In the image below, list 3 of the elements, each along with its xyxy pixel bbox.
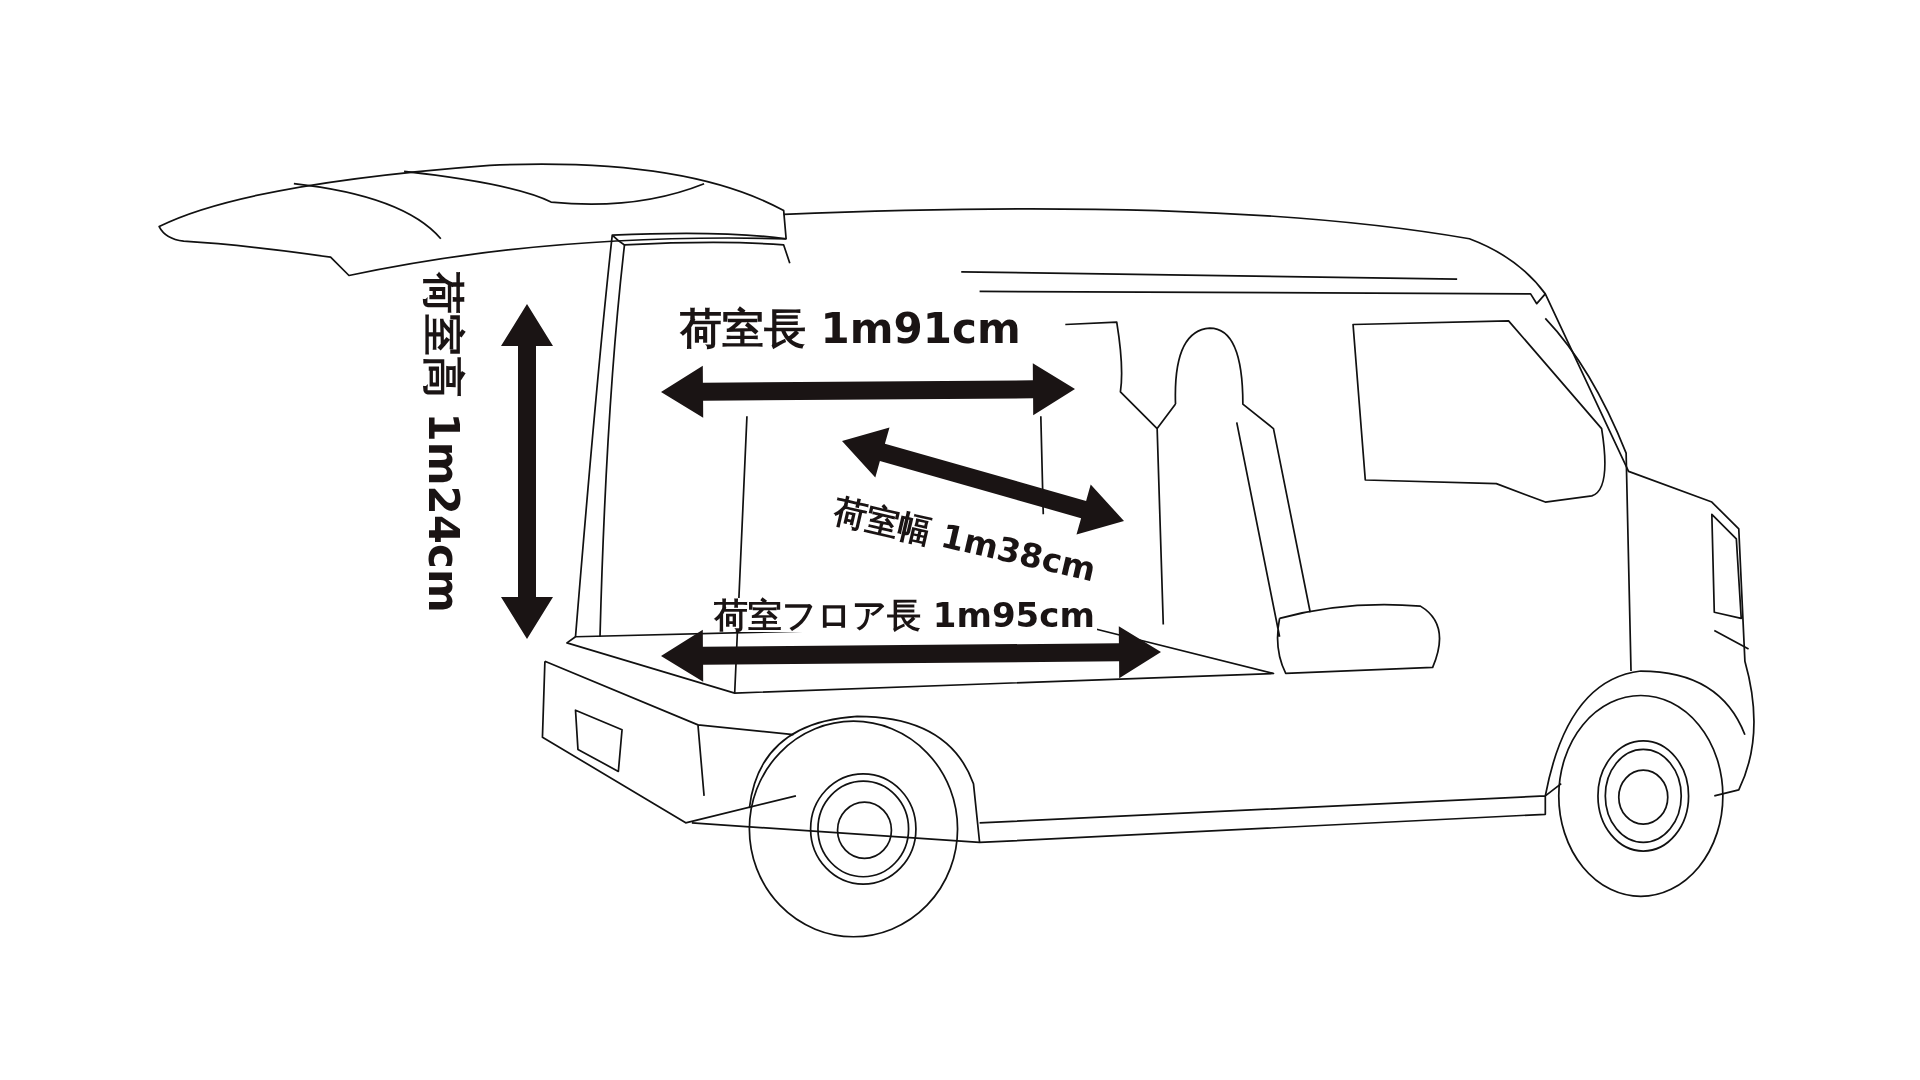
dimension-label: 荷室フロア長 1m95cm — [712, 598, 1097, 632]
dimension-label: 荷室長 1m91cm — [680, 308, 1021, 350]
dimension-label: 荷室高 1m24cm — [422, 272, 464, 613]
